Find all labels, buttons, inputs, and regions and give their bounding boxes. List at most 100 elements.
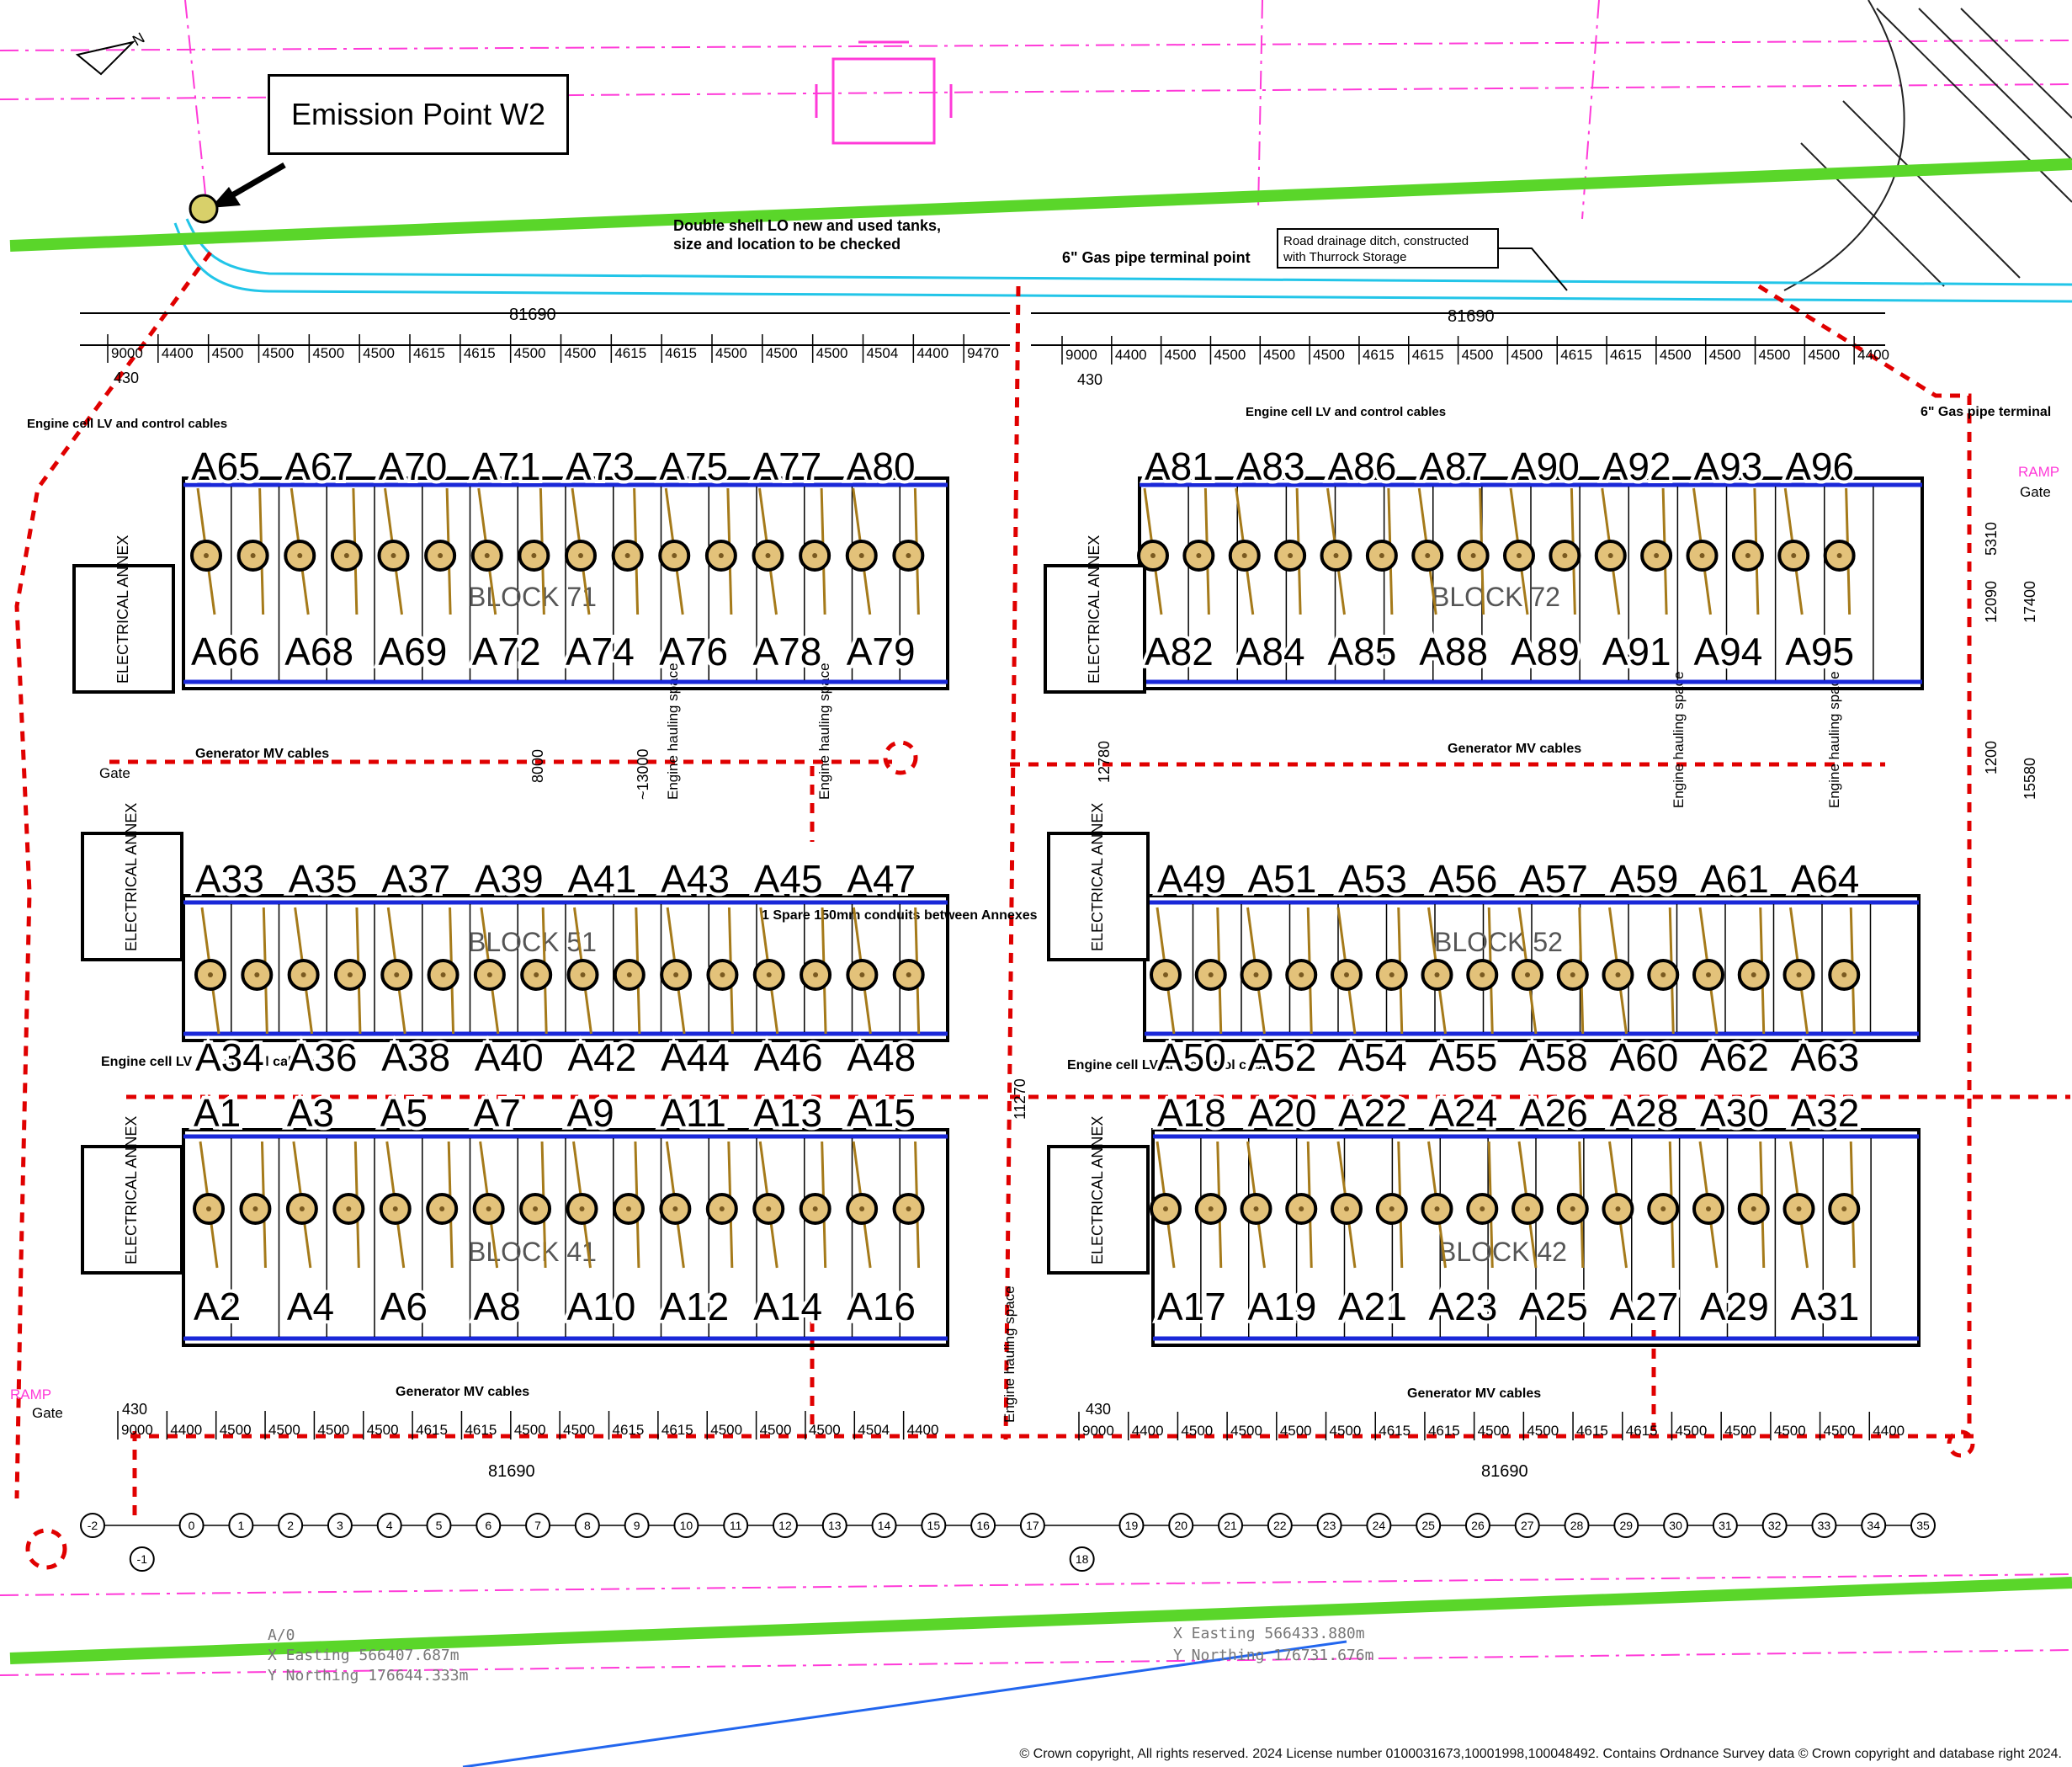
engine-hauling-2: Engine hauling space: [816, 663, 832, 800]
coord-right-northing: Y Northing 176731.676m: [1173, 1647, 1373, 1664]
grid-axis-label: 28: [1570, 1519, 1584, 1532]
grid-axis-label: 9: [634, 1519, 640, 1532]
grid-axis-label: 25: [1421, 1519, 1435, 1532]
stack-marker-centre: [1660, 1206, 1666, 1211]
stack-marker-centre: [1615, 1206, 1621, 1211]
stack-marker-centre: [766, 972, 772, 977]
dim-vertical-1200: 1200: [1983, 741, 2000, 774]
note-engine-cell-mid-left: Engine cell LV and control cables: [101, 1055, 315, 1069]
stack-id-label: A23: [1429, 1285, 1498, 1328]
note-gas-terminal: 6" Gas pipe terminal point: [1062, 249, 1251, 266]
dimension-value: 9000: [111, 345, 143, 361]
stack-marker-centre: [1241, 553, 1247, 558]
block-name: BLOCK 41: [468, 1237, 597, 1267]
grid-axis-bubble: [525, 1513, 551, 1538]
stack-marker-centre: [394, 972, 400, 977]
stack-id-label: A88: [1419, 630, 1488, 673]
electrical-annex: [1047, 1145, 1150, 1275]
stack-marker-centre: [1660, 972, 1666, 977]
stack-id-label: A36: [289, 1035, 358, 1079]
stack-marker-centre: [1208, 1206, 1214, 1211]
grid-axis-label: 26: [1471, 1519, 1485, 1532]
total-length-bottom-left: 81690: [488, 1462, 535, 1481]
grid-axis-label: 11: [730, 1519, 742, 1532]
stack-id-label: A45: [754, 857, 823, 901]
grid-axis-bubble: [178, 1513, 205, 1538]
stack-id-label: A92: [1602, 444, 1671, 488]
drainage-arrow: [1498, 247, 1568, 291]
stack-id-label: A33: [195, 857, 264, 901]
stack-id-label: A19: [1248, 1285, 1317, 1328]
note-generator-mv-3: Generator MV cables: [396, 1385, 529, 1399]
grid-axis-label: 31: [1719, 1519, 1732, 1532]
stack-marker-centre: [486, 1206, 491, 1211]
stack-id-label: A86: [1328, 444, 1397, 488]
stack-id-label: A15: [847, 1091, 916, 1135]
stack-id-label: A50: [1157, 1035, 1226, 1079]
stack-id-label: A79: [847, 630, 916, 673]
dimension-value: 4500: [1709, 347, 1741, 363]
stack-marker-centre: [1706, 972, 1711, 977]
dimension-value: 4615: [1428, 1423, 1460, 1439]
dimension-value: 4615: [413, 345, 445, 361]
stack-marker-centre: [534, 972, 539, 977]
dimension-value: 4500: [1313, 347, 1345, 363]
stack-marker-centre: [484, 553, 490, 558]
dimension-value: 4615: [661, 1422, 693, 1438]
note-generator-mv-2: Generator MV cables: [1448, 742, 1581, 756]
dimension-value: 4500: [710, 1422, 742, 1438]
dimension-value: 4400: [1132, 1423, 1164, 1439]
dimension-value: 4400: [162, 345, 194, 361]
stack-id-label: A20: [1248, 1091, 1317, 1135]
stack-marker-centre: [297, 553, 303, 558]
grid-axis-label: 24: [1373, 1519, 1386, 1532]
grid-axis-bubble: [376, 1513, 402, 1538]
electrical-annex-label: ELECTRICAL ANNEX: [123, 803, 140, 951]
grid-axis-bubble: [1069, 1546, 1095, 1572]
dimension-value: 9000: [1082, 1423, 1114, 1439]
block-name: BLOCK 42: [1438, 1237, 1567, 1267]
note-tanks-1: Double shell LO new and used tanks,: [673, 217, 941, 234]
stack-marker-centre: [1525, 972, 1530, 977]
dimension-value: 4400: [907, 1422, 939, 1438]
stack-marker-centre: [672, 1206, 678, 1211]
stack-marker-centre: [208, 972, 213, 977]
grid-axis-label: 34: [1867, 1519, 1880, 1532]
stack-id-label: A83: [1236, 444, 1305, 488]
dimension-value: 4615: [614, 345, 646, 361]
stack-id-label: A65: [191, 444, 260, 488]
stack-id-label: A24: [1429, 1091, 1498, 1135]
hatch-area: [1783, 0, 2072, 291]
electrical-annex-label: ELECTRICAL ANNEX: [114, 535, 131, 684]
stack-id-label: A48: [847, 1035, 916, 1079]
grid-axis-bubble: [1811, 1513, 1837, 1538]
stack-id-label: A61: [1700, 857, 1769, 901]
grid-axis-bubble: [1613, 1513, 1639, 1538]
stack-marker-centre: [252, 1206, 258, 1211]
stack-marker-centre: [1163, 972, 1168, 977]
stack-marker-centre: [719, 1206, 725, 1211]
engine-block: ELECTRICAL ANNEX BLOCK 51: [81, 803, 949, 1042]
stack-marker-centre: [533, 1206, 539, 1211]
stack-marker-centre: [1299, 1206, 1304, 1211]
dimension-value: 4500: [220, 1422, 252, 1438]
stack-marker-centre: [440, 972, 446, 977]
stack-marker-centre: [1288, 553, 1294, 558]
stack-id-label: A10: [567, 1285, 636, 1328]
stack-id-label: A53: [1338, 857, 1407, 901]
block-name: BLOCK 72: [1432, 582, 1560, 612]
stack-marker-centre: [1253, 1206, 1259, 1211]
stack-marker-centre: [672, 553, 677, 558]
dimension-value: 4500: [715, 345, 747, 361]
stack-marker-centre: [579, 1206, 585, 1211]
gate-label-3: Gate: [32, 1405, 63, 1421]
dimension-value: 4500: [1824, 1423, 1856, 1439]
block-name: BLOCK 51: [468, 927, 597, 957]
stack-id-label: A84: [1236, 630, 1305, 673]
dimension-value: 4500: [1214, 347, 1246, 363]
grid-axis-label: 27: [1521, 1519, 1534, 1532]
stack-id-label: A41: [568, 857, 637, 901]
